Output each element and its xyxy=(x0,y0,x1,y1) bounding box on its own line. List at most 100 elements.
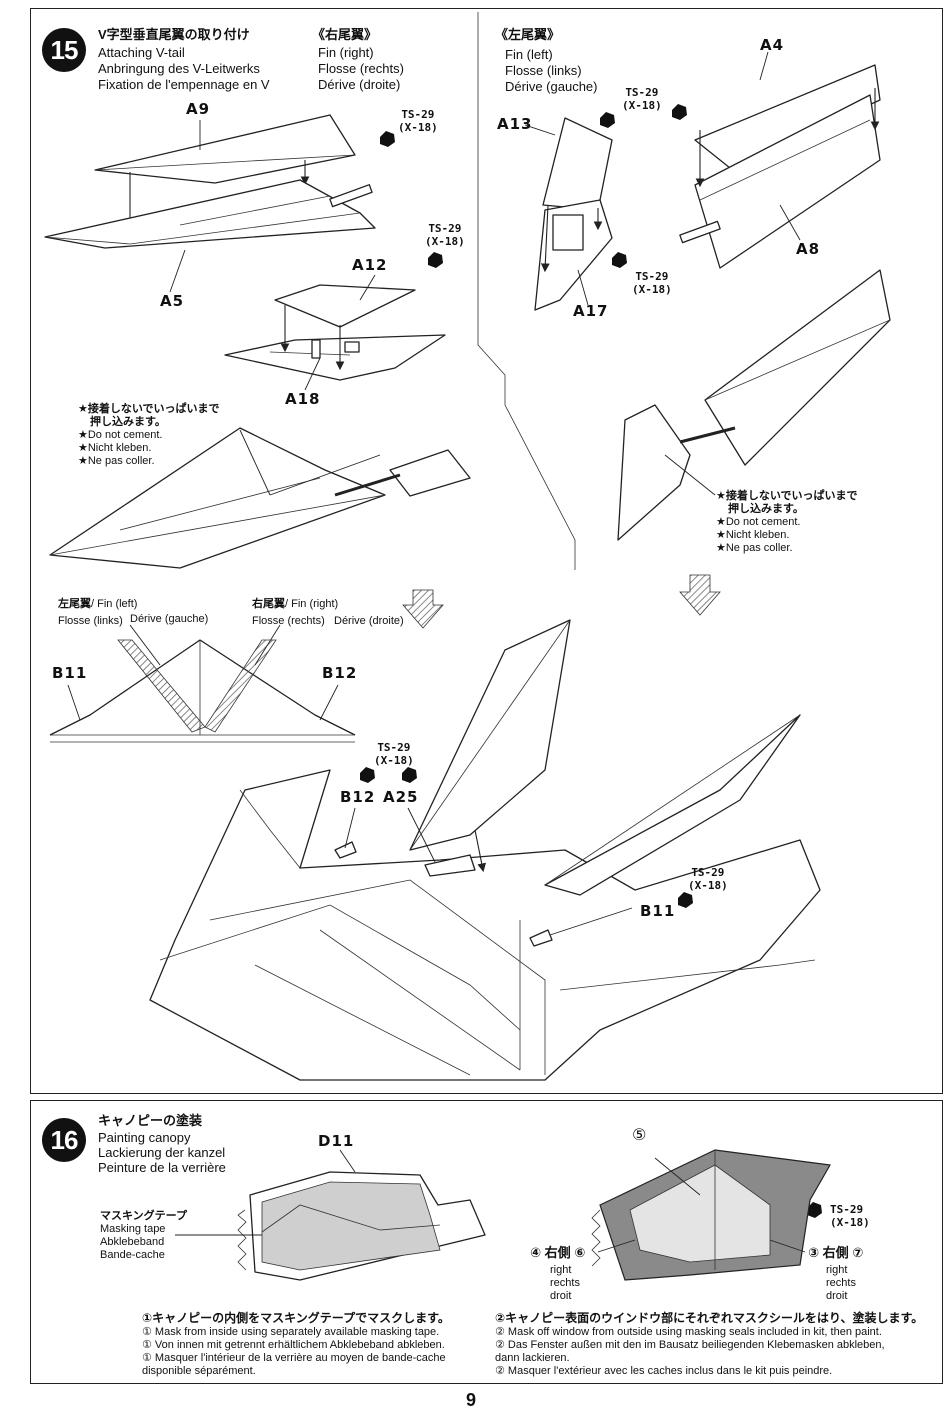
front-left-fin-label: 左尾翼/ Fin (left) xyxy=(58,598,137,611)
right-fin-en: Fin (right) xyxy=(318,45,374,60)
screw-sub: (X-18) xyxy=(688,879,728,892)
screw-code: TS-29 xyxy=(830,1203,864,1216)
masking-jp: マスキングテープ xyxy=(100,1210,188,1222)
step16-title-de: Lackierung der kanzel xyxy=(98,1145,226,1160)
seal-left-label: ④ 右側 ⑥ xyxy=(530,1245,586,1260)
note-left: ★接着しないでいっぱいまで 押し込みます。 ★Do not cement. ★N… xyxy=(716,490,858,555)
part-label-a12: A12 xyxy=(352,256,388,274)
screw-icons xyxy=(360,104,822,1218)
instr2-jp: ②キャノピー表面のウインドウ部にそれぞれマスクシールをはり、塗装します。 xyxy=(495,1311,924,1325)
screw-label-6: TS-29(X-18) xyxy=(688,866,728,892)
step16-number-badge: 16 xyxy=(42,1118,86,1162)
direction-arrow-right xyxy=(679,574,721,616)
step16-title-jp: キャノピーの塗装 xyxy=(98,1113,203,1128)
fin-a12-a18-drawing xyxy=(224,284,446,381)
instr1-fr2: disponible séparément. xyxy=(142,1365,256,1377)
part-label-a8: A8 xyxy=(796,240,821,258)
fin-a4-a8-drawing xyxy=(679,64,881,269)
screw-sub: (X-18) xyxy=(398,121,438,134)
front-right-fin-label: 右尾翼/ Fin (right) xyxy=(252,598,338,611)
fin-a5-drawing xyxy=(44,179,376,249)
front-view-drawing xyxy=(49,639,356,743)
screw-label-2: TS-29(X-18) xyxy=(425,222,465,248)
seal-right-side: right rechts droit xyxy=(826,1264,856,1303)
screw-sub: (X-18) xyxy=(374,754,414,767)
seal-left-side: right rechts droit xyxy=(550,1264,580,1303)
side-fr: droit xyxy=(826,1290,848,1302)
fin-assembled-left-drawing xyxy=(617,269,891,541)
fin-a9-drawing xyxy=(94,114,356,243)
instruction-1: ①キャノピーの内側をマスキングテープでマスクします。 ① Mask from i… xyxy=(142,1310,450,1378)
instr1-jp: ①キャノピーの内側をマスキングテープでマスクします。 xyxy=(142,1311,450,1325)
masking-en: Masking tape xyxy=(100,1223,166,1235)
masking-tape-label: マスキングテープ Masking tape Abklebeband Bande-… xyxy=(100,1210,187,1262)
screw-label-5: TS-29(X-18) xyxy=(374,741,414,767)
instruction-2: ②キャノピー表面のウインドウ部にそれぞれマスクシールをはり、塗装します。 ② M… xyxy=(495,1310,923,1378)
part-label-a5: A5 xyxy=(160,292,185,310)
note-fr: ★Ne pas coller. xyxy=(716,542,793,554)
part-label-b11-front: B11 xyxy=(52,664,88,682)
note-jp2: 押し込みます。 xyxy=(728,503,804,515)
left-fin-fr: Dérive (gauche) xyxy=(505,79,598,94)
front-left-sub2: Dérive (gauche) xyxy=(130,613,209,625)
screw-label-1: TS-29(X-18) xyxy=(398,108,438,134)
note-de: ★Nicht kleben. xyxy=(716,529,790,541)
screw-label-4: TS-29(X-18) xyxy=(632,270,672,296)
note-en: ★Do not cement. xyxy=(716,516,801,528)
screw-sub: (X-18) xyxy=(622,99,662,112)
screw-code: TS-29 xyxy=(401,108,435,121)
screw-sub: (X-18) xyxy=(632,283,672,296)
instr2-de2: dann lackieren. xyxy=(495,1352,570,1364)
screw-label-7: TS-29(X-18) xyxy=(830,1203,870,1229)
instr2-fr: ② Masquer l'extérieur avec les caches in… xyxy=(495,1365,833,1377)
side-fr: droit xyxy=(550,1290,572,1302)
direction-arrow-left xyxy=(402,589,444,629)
step15-number-badge: 15 xyxy=(42,28,86,72)
step15-frame xyxy=(30,8,943,1094)
side-de: rechts xyxy=(550,1277,580,1289)
left-fin-de: Flosse (links) xyxy=(505,63,582,78)
instr1-de: ① Von innen mit getrennt erhältlichem Ab… xyxy=(142,1339,445,1351)
instr2-de1: ② Das Fenster außen mit den im Bausatz b… xyxy=(495,1339,885,1351)
right-fin-de: Flosse (rechts) xyxy=(318,61,404,76)
instr1-en: ① Mask from inside using separately avai… xyxy=(142,1326,440,1338)
part-label-d11: D11 xyxy=(318,1132,355,1150)
part-label-a9: A9 xyxy=(186,100,211,118)
note-jp2: 押し込みます。 xyxy=(90,416,166,428)
front-right-fin-jp: 右尾翼 xyxy=(252,598,285,610)
part-label-a4: A4 xyxy=(760,36,785,54)
fin-assembled-right-drawing xyxy=(49,427,471,569)
part-label-a25: A25 xyxy=(383,788,419,806)
screw-code: TS-29 xyxy=(625,86,659,99)
step15-title-en: Attaching V-tail xyxy=(98,45,185,60)
screw-label-3: TS-29(X-18) xyxy=(622,86,662,112)
front-left-fin-en: / Fin (left) xyxy=(91,598,138,610)
side-de: rechts xyxy=(826,1277,856,1289)
screw-code: TS-29 xyxy=(635,270,669,283)
seal-number-5: ⑤ xyxy=(632,1127,647,1144)
step15-title-jp: V字型垂直尾翼の取り付け xyxy=(98,27,250,42)
screw-code: TS-29 xyxy=(691,866,725,879)
masking-fr: Bande-cache xyxy=(100,1249,165,1261)
screw-code: TS-29 xyxy=(377,741,411,754)
step16-title-fr: Peinture de la verrière xyxy=(98,1160,226,1175)
note-jp1: ★接着しないでいっぱいまで xyxy=(716,490,858,502)
instr2-en: ② Mask off window from outside using mas… xyxy=(495,1326,882,1338)
step15-leaders xyxy=(67,51,801,936)
note-fr: ★Ne pas coller. xyxy=(78,455,155,467)
canopy-inside-drawing xyxy=(175,1149,486,1281)
part-label-a13: A13 xyxy=(497,115,533,133)
aircraft-rear-drawing xyxy=(149,619,821,1081)
side-en: right xyxy=(826,1264,848,1276)
note-de: ★Nicht kleben. xyxy=(78,442,152,454)
front-right-sub1: Flosse (rechts) xyxy=(252,615,325,627)
screw-code: TS-29 xyxy=(428,222,462,235)
note-jp1: ★接着しないでいっぱいまで xyxy=(78,403,220,415)
right-fin-fr: Dérive (droite) xyxy=(318,77,401,92)
canopy-outside-drawing xyxy=(591,1149,831,1281)
step16-title-en: Painting canopy xyxy=(98,1130,191,1145)
left-fin-en: Fin (left) xyxy=(505,47,553,62)
step16-frame xyxy=(30,1100,943,1384)
side-en: right xyxy=(550,1264,572,1276)
